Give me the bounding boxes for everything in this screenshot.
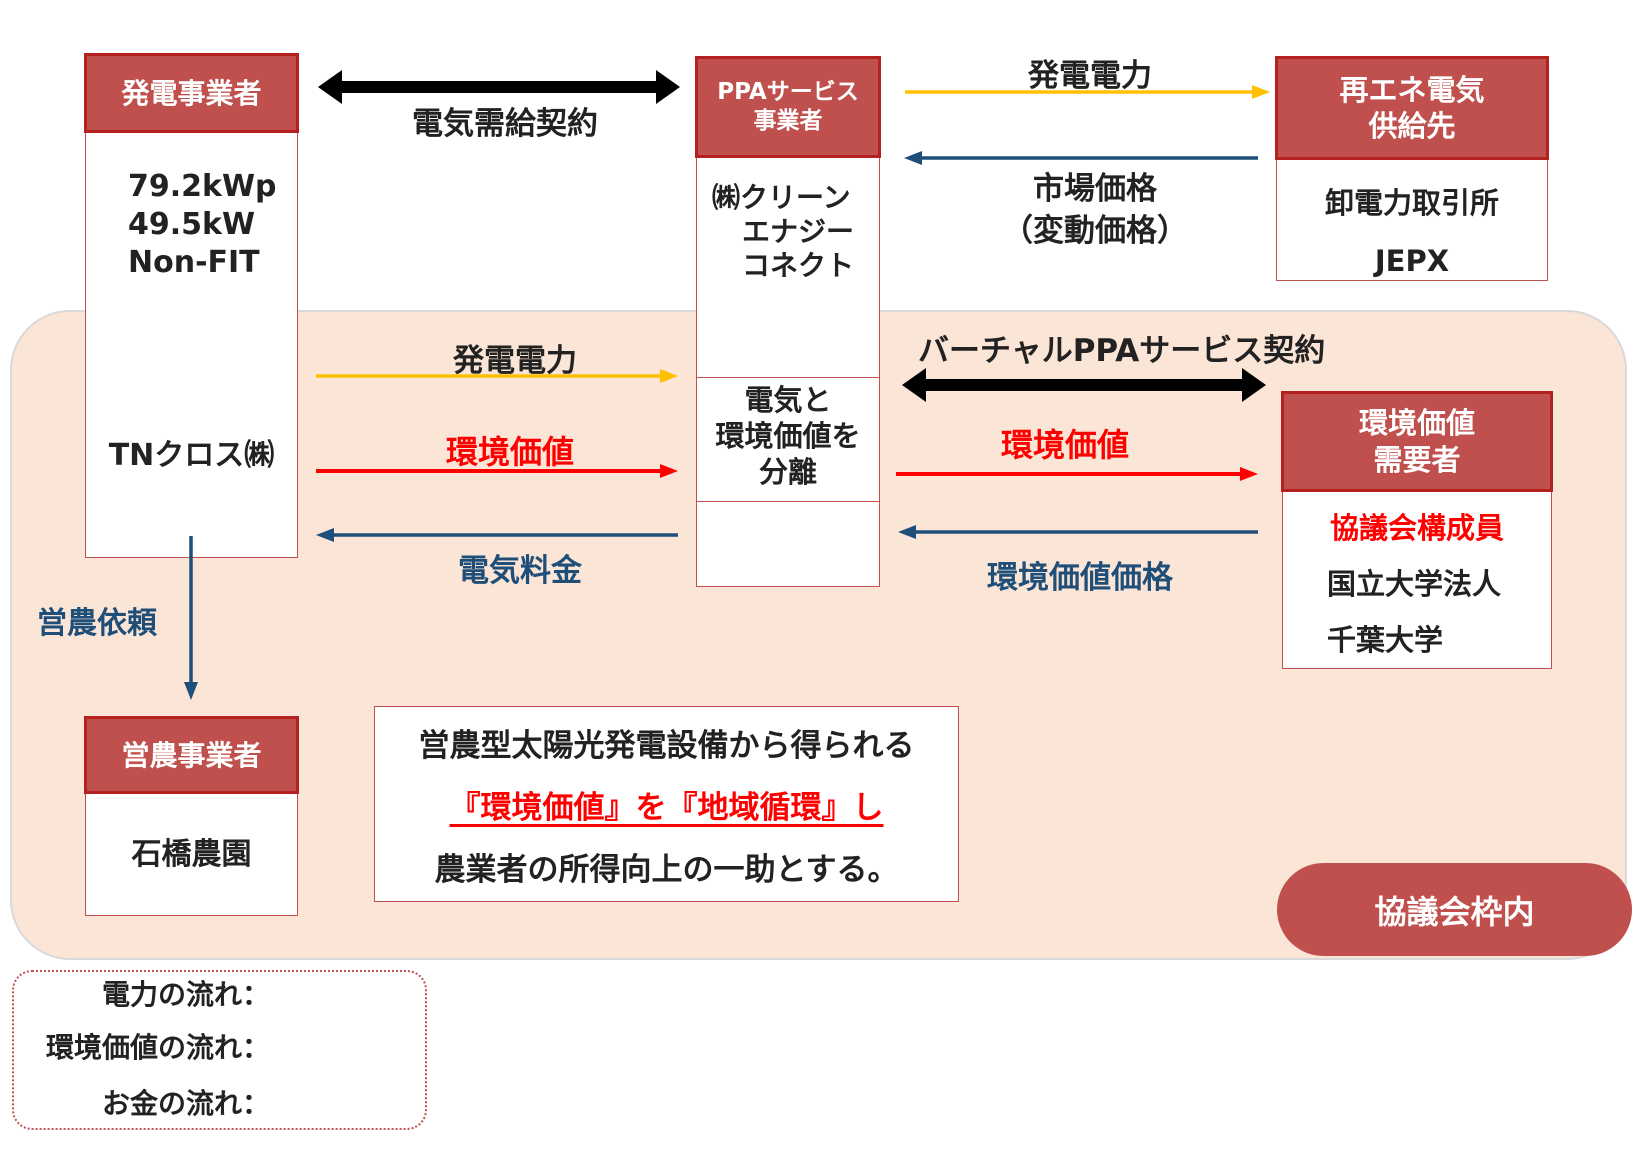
- ppa-header-line1: PPAサービス: [717, 79, 859, 106]
- generator-box: [85, 55, 298, 558]
- message-line1: 営農型太陽光発電設備から得られる: [418, 728, 915, 764]
- ppa-company-line2: エナジー: [742, 215, 855, 248]
- renewable-supply-header: 再エネ電気 供給先: [1275, 56, 1549, 160]
- env-demand-items: 協議会構成員 国立大学法人 千葉大学: [1282, 500, 1552, 668]
- farming-request-label: 営農依頼: [37, 598, 157, 642]
- env-value-left-label: 環境価値: [370, 427, 650, 473]
- top-power-text: 発電電力: [1028, 58, 1152, 94]
- ppa-company-line1: ㈱クリーン: [712, 181, 851, 214]
- legend-env-label: 環境価値の流れ：: [20, 1026, 270, 1066]
- env-value-arrow-right: [896, 467, 1258, 481]
- electricity-fee-arrow: [316, 528, 678, 542]
- virtual-ppa-arrow: [902, 368, 1266, 402]
- renewable-supply-items: 卸電力取引所 JEPX: [1276, 174, 1548, 290]
- power-label: 発電電力: [375, 335, 655, 380]
- separation-line1: 電気と: [744, 383, 832, 417]
- legend-money-label: お金の流れ：: [80, 1082, 270, 1122]
- generator-header: 発電事業者: [84, 53, 299, 133]
- top-power-arrow: [905, 85, 1270, 99]
- market-price-arrow: [904, 151, 1258, 165]
- ppa-header-line2: 事業者: [753, 108, 823, 134]
- separation-box: 電気と 環境価値を 分離: [696, 377, 880, 502]
- farm-name: 石橋農園: [85, 829, 298, 873]
- council-label: 協議会枠内: [1277, 863, 1632, 956]
- power-arrow: [316, 369, 678, 383]
- chiba-university: 千葉大学: [1327, 623, 1444, 657]
- env-value-price-label: 環境価値価格: [930, 552, 1230, 597]
- env-demand-header-line2: 需要者: [1373, 442, 1461, 477]
- market-price-line2: （変動価格）: [1002, 213, 1188, 249]
- env-value-arrow-left: [316, 464, 678, 478]
- farm-header-label: 営農事業者: [121, 738, 262, 772]
- message-box: 営農型太陽光発電設備から得られる 『環境価値』を『地域循環』し 農業者の所得向上…: [374, 706, 959, 902]
- env-value-left-text: 環境価値: [445, 433, 574, 471]
- market-price-line1: 市場価格: [1033, 171, 1157, 207]
- legend: [12, 970, 427, 1130]
- separation-line2: 環境価値を: [715, 419, 861, 453]
- generator-company: TNクロス㈱: [85, 430, 298, 474]
- ppa-header: PPAサービス 事業者: [695, 56, 881, 158]
- legend-power-text: 電力の流れ：: [101, 978, 270, 1011]
- separation-line3: 分離: [758, 455, 817, 489]
- env-demand-header-line1: 環境価値: [1358, 406, 1475, 441]
- market-price-label: 市場価格 （変動価格）: [945, 168, 1245, 252]
- generator-header-label: 発電事業者: [121, 76, 262, 110]
- farming-request-arrow: [184, 536, 198, 700]
- env-value-right-text: 環境価値: [1000, 426, 1129, 464]
- national-university: 国立大学法人: [1327, 567, 1502, 601]
- env-demand-header: 環境価値 需要者: [1281, 391, 1553, 492]
- power-text: 発電電力: [453, 343, 577, 379]
- supply-contract-label: 電気需給契約: [355, 98, 655, 143]
- jepx-abbr: JEPX: [1374, 244, 1450, 278]
- renewable-supply-header-line1: 再エネ電気: [1339, 72, 1485, 107]
- ppa-company: ㈱クリーン エナジー コネクト: [712, 181, 854, 283]
- env-value-right-label: 環境価値: [925, 420, 1205, 466]
- electricity-fee-text: 電気料金: [458, 553, 582, 589]
- generator-capacity-dc: 79.2kWp: [128, 169, 277, 204]
- virtual-ppa-label: バーチャルPPAサービス契約: [918, 325, 1325, 370]
- virtual-ppa-text: バーチャルPPAサービス契約: [918, 333, 1326, 369]
- farm-name-label: 石橋農園: [131, 837, 252, 872]
- renewable-supply-header-line2: 供給先: [1368, 109, 1456, 143]
- farming-request-text: 営農依頼: [37, 606, 157, 641]
- ppa-company-line3: コネクト: [742, 249, 855, 282]
- generator-scheme: Non-FIT: [128, 245, 260, 280]
- supply-contract-arrow: [318, 70, 680, 104]
- message-line2: 『環境価値』を『地域循環』し: [449, 790, 884, 826]
- jepx-name: 卸電力取引所: [1324, 186, 1499, 220]
- generator-specs: 79.2kWp 49.5kW Non-FIT: [128, 168, 277, 282]
- electricity-fee-label: 電気料金: [380, 545, 660, 590]
- farm-header: 営農事業者: [84, 716, 299, 794]
- legend-money-text: お金の流れ：: [101, 1087, 270, 1120]
- council-label-text: 協議会枠内: [1374, 892, 1535, 931]
- council-member: 協議会構成員: [1329, 511, 1504, 545]
- legend-power-label: 電力の流れ：: [90, 973, 270, 1013]
- generator-capacity-ac: 49.5kW: [128, 207, 256, 242]
- legend-env-text: 環境価値の流れ：: [45, 1031, 270, 1064]
- supply-contract-text: 電気需給契約: [412, 106, 598, 142]
- env-value-price-text: 環境価値価格: [987, 560, 1173, 596]
- generator-company-label: TNクロス㈱: [108, 438, 275, 473]
- message-line3: 農業者の所得向上の一助とする。: [434, 852, 899, 888]
- env-value-price-arrow: [898, 525, 1258, 539]
- top-power-label: 発電電力: [955, 50, 1225, 95]
